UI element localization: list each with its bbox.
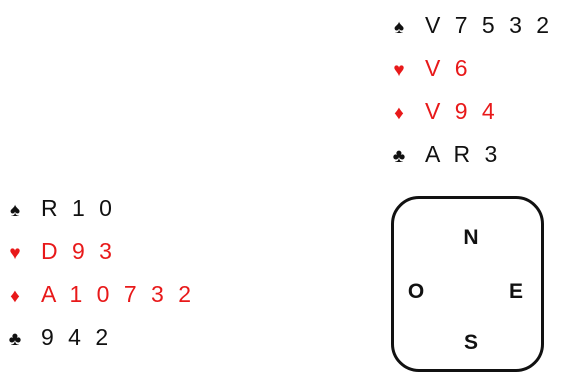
spade-icon: ♠ bbox=[393, 17, 405, 38]
west-hearts-row: ♥ D 9 3 bbox=[2, 230, 195, 273]
compass-south-label: S bbox=[463, 331, 478, 354]
club-icon: ♣ bbox=[392, 146, 406, 167]
north-hand: ♠ V 7 5 3 2 ♥ V 6 ♦ V 9 4 ♣ A R 3 bbox=[386, 4, 553, 176]
north-diamonds-cards: V 9 4 bbox=[425, 98, 499, 124]
west-diamonds-row: ♦ A 1 0 7 3 2 bbox=[2, 273, 195, 316]
diamond-icon: ♦ bbox=[394, 103, 404, 124]
west-hearts-cards: D 9 3 bbox=[41, 238, 116, 264]
west-clubs-cards: 9 4 2 bbox=[41, 324, 113, 350]
heart-icon: ♥ bbox=[393, 60, 405, 81]
heart-icon: ♥ bbox=[9, 243, 21, 264]
north-hearts-cards: V 6 bbox=[425, 55, 472, 81]
compass-east-label: E bbox=[508, 280, 523, 303]
compass-box: N O E S bbox=[391, 196, 544, 372]
north-diamonds-row: ♦ V 9 4 bbox=[386, 90, 553, 133]
compass-west-label: O bbox=[407, 280, 425, 303]
west-spades-cards: R 1 0 bbox=[41, 195, 116, 221]
compass-north-label: N bbox=[463, 226, 479, 249]
west-clubs-row: ♣ 9 4 2 bbox=[2, 316, 195, 359]
west-diamonds-cards: A 1 0 7 3 2 bbox=[41, 281, 195, 307]
north-hearts-row: ♥ V 6 bbox=[386, 47, 553, 90]
west-hand: ♠ R 1 0 ♥ D 9 3 ♦ A 1 0 7 3 2 ♣ 9 4 2 bbox=[2, 187, 195, 359]
spade-icon: ♠ bbox=[9, 200, 21, 221]
diamond-icon: ♦ bbox=[10, 286, 20, 307]
north-spades-row: ♠ V 7 5 3 2 bbox=[386, 4, 553, 47]
north-clubs-row: ♣ A R 3 bbox=[386, 133, 553, 176]
west-spades-row: ♠ R 1 0 bbox=[2, 187, 195, 230]
club-icon: ♣ bbox=[8, 329, 22, 350]
north-spades-cards: V 7 5 3 2 bbox=[425, 12, 554, 38]
north-clubs-cards: A R 3 bbox=[425, 141, 502, 167]
